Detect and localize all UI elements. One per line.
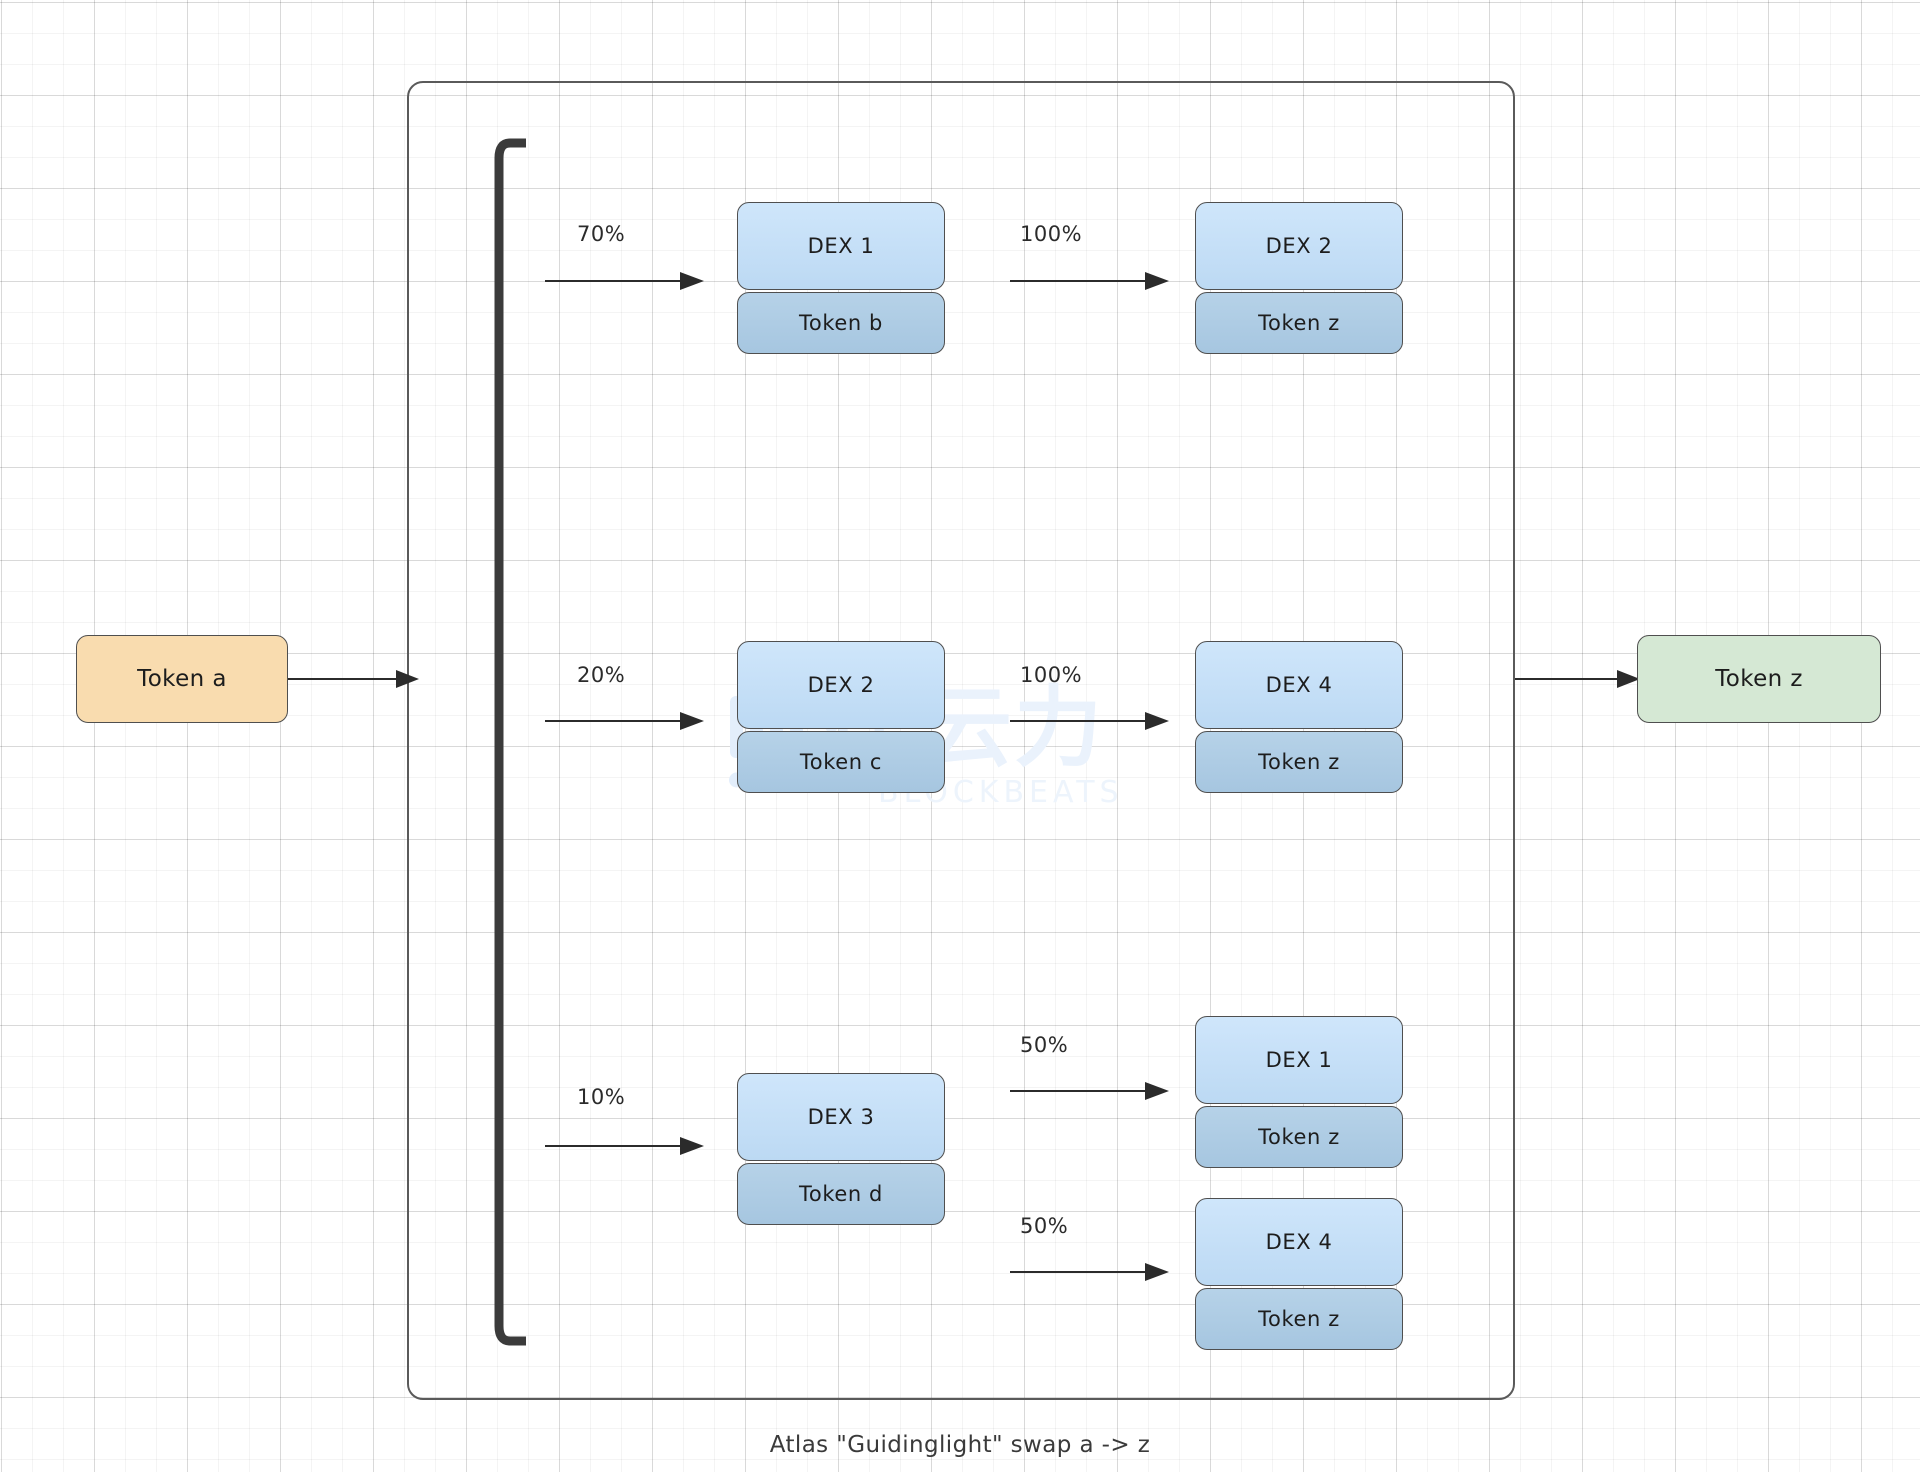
node-dex-label: DEX 2 xyxy=(737,641,945,729)
node-dex-4-token-z-row3[interactable]: DEX 4 Token z xyxy=(1195,1198,1403,1350)
node-token-label: Token z xyxy=(1195,731,1403,793)
node-dex-3-token-d[interactable]: DEX 3 Token d xyxy=(737,1073,945,1225)
label-hop-100-row2: 100% xyxy=(1020,663,1083,687)
arrow-hop-100-row2 xyxy=(1010,705,1170,737)
node-dex-label: DEX 1 xyxy=(737,202,945,290)
arrow-hop-50-upper xyxy=(1010,1075,1170,1107)
label-hop-50-upper: 50% xyxy=(1020,1033,1069,1057)
route-container xyxy=(407,81,1515,1400)
node-destination-token-z[interactable]: Token z xyxy=(1637,635,1881,723)
node-token-label: Token c xyxy=(737,731,945,793)
node-token-label: Token z xyxy=(1195,1288,1403,1350)
diagram-caption: Atlas "Guidinglight" swap a -> z xyxy=(769,1432,1151,1458)
node-dex-label: DEX 2 xyxy=(1195,202,1403,290)
node-token-label: Token z xyxy=(1195,292,1403,354)
node-source-token-a[interactable]: Token a xyxy=(76,635,288,723)
node-dex-1-token-b[interactable]: DEX 1 Token b xyxy=(737,202,945,354)
node-dex-label: DEX 4 xyxy=(1195,641,1403,729)
node-dex-label: DEX 1 xyxy=(1195,1016,1403,1104)
arrow-split-70 xyxy=(545,265,705,297)
node-dex-2-token-c[interactable]: DEX 2 Token c xyxy=(737,641,945,793)
node-dex-4-token-z-row2[interactable]: DEX 4 Token z xyxy=(1195,641,1403,793)
arrow-split-10 xyxy=(545,1130,705,1162)
label-split-70: 70% xyxy=(577,222,626,246)
arrow-hop-100-row1 xyxy=(1010,265,1170,297)
node-dex-2-token-z[interactable]: DEX 2 Token z xyxy=(1195,202,1403,354)
node-token-label: Token d xyxy=(737,1163,945,1225)
node-dex-label: DEX 3 xyxy=(737,1073,945,1161)
node-token-label: Token z xyxy=(1195,1106,1403,1168)
label-hop-50-lower: 50% xyxy=(1020,1214,1069,1238)
label-split-10: 10% xyxy=(577,1085,626,1109)
label-split-20: 20% xyxy=(577,663,626,687)
node-token-label: Token b xyxy=(737,292,945,354)
label-hop-100-row1: 100% xyxy=(1020,222,1083,246)
arrow-container-to-destination xyxy=(1515,663,1641,695)
arrow-split-20 xyxy=(545,705,705,737)
split-bracket xyxy=(494,138,530,1346)
node-dex-label: DEX 4 xyxy=(1195,1198,1403,1286)
arrow-hop-50-lower xyxy=(1010,1256,1170,1288)
arrow-source-to-container xyxy=(288,663,420,695)
node-dex-1-token-z[interactable]: DEX 1 Token z xyxy=(1195,1016,1403,1168)
